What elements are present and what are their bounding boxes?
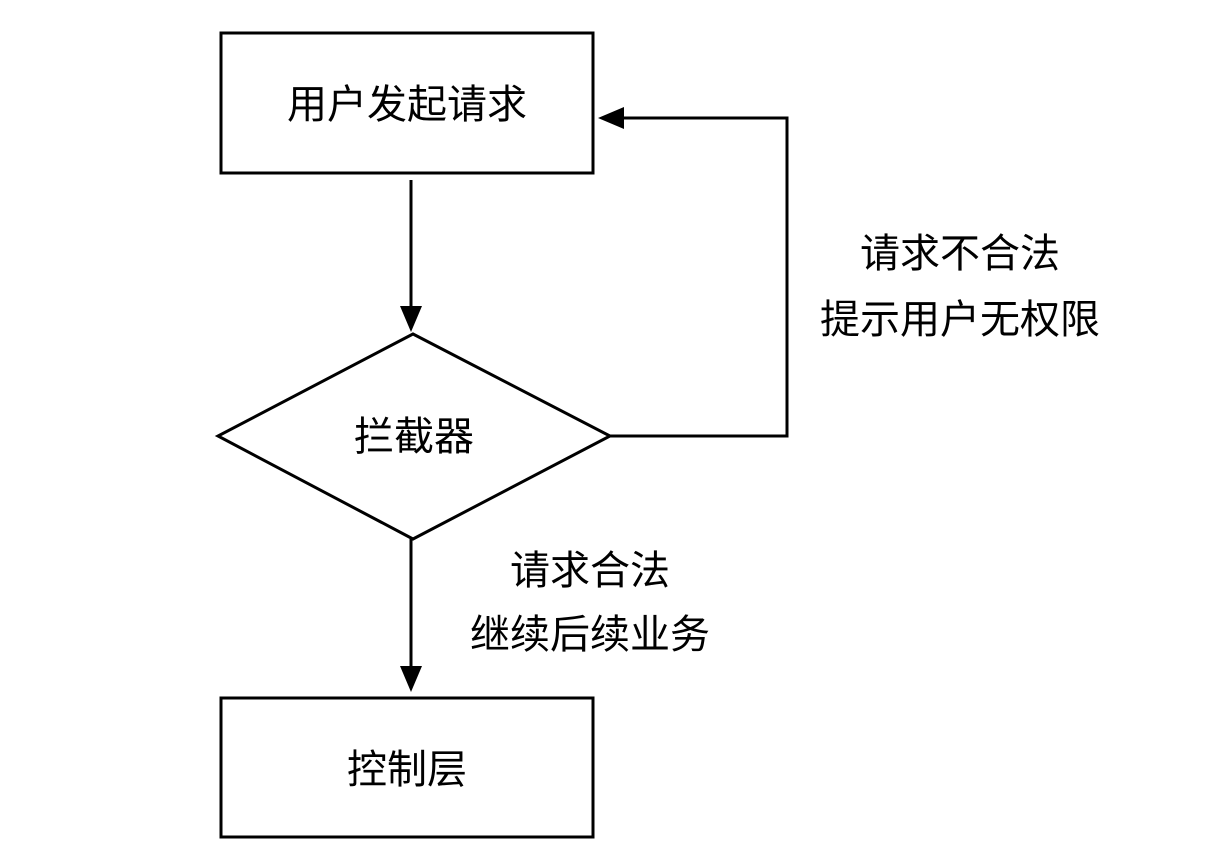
accept-edge: 请求合法 继续后续业务 (400, 539, 710, 692)
accept-edge-label-line2: 继续后续业务 (470, 612, 710, 658)
submit-edge (400, 180, 422, 332)
start-node-box (219, 31, 595, 175)
controller-node-box (219, 696, 595, 839)
reject-edge-label-line2: 提示用户无权限 (820, 297, 1100, 343)
start-node-label: 用户发起请求 (287, 82, 527, 128)
controller-node-label: 控制层 (347, 747, 467, 793)
submit-edge-arrowhead (400, 306, 422, 332)
reject-edge-arrowhead (598, 107, 624, 129)
interceptor-node: 拦截器 (214, 332, 614, 541)
accept-edge-label-line1: 请求合法 (510, 548, 670, 594)
interceptor-node-diamond (214, 332, 614, 541)
controller-node: 控制层 (219, 696, 595, 839)
start-node: 用户发起请求 (219, 31, 595, 175)
accept-edge-arrowhead (400, 666, 422, 692)
reject-edge: 请求不合法 提示用户无权限 (598, 107, 1100, 438)
reject-edge-label-line1: 请求不合法 (860, 231, 1060, 277)
reject-edge-line (610, 116, 789, 438)
interceptor-node-label: 拦截器 (354, 414, 474, 460)
